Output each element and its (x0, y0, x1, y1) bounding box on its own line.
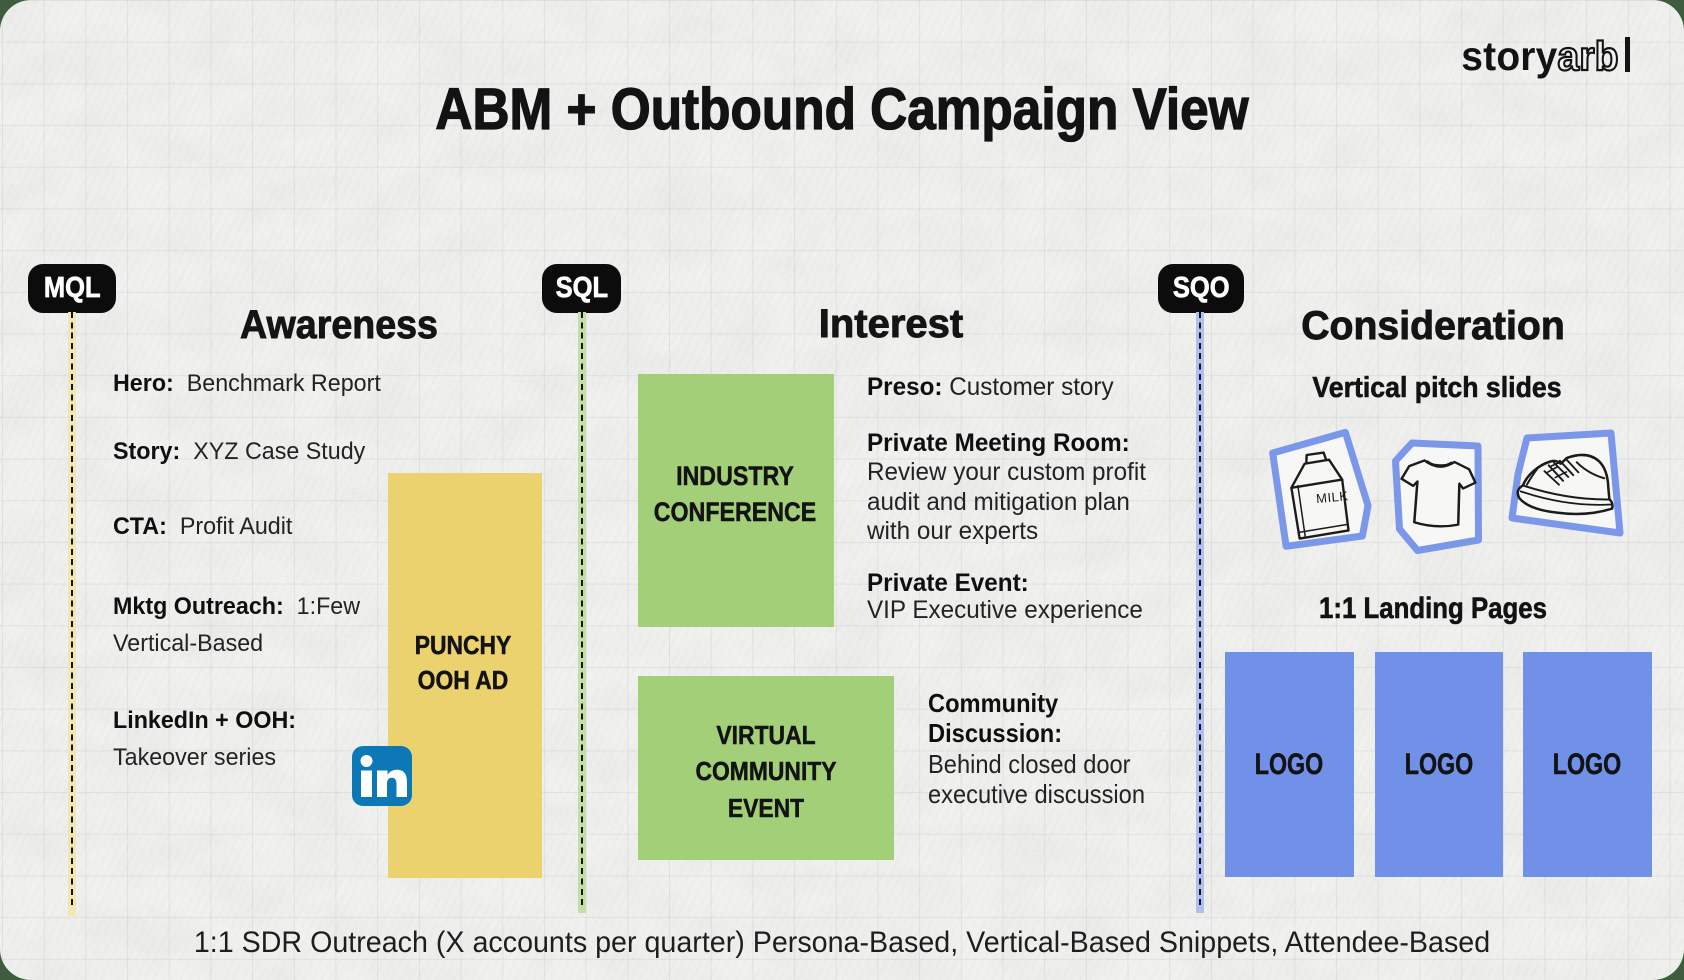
svg-text:MILK: MILK (1315, 488, 1349, 506)
